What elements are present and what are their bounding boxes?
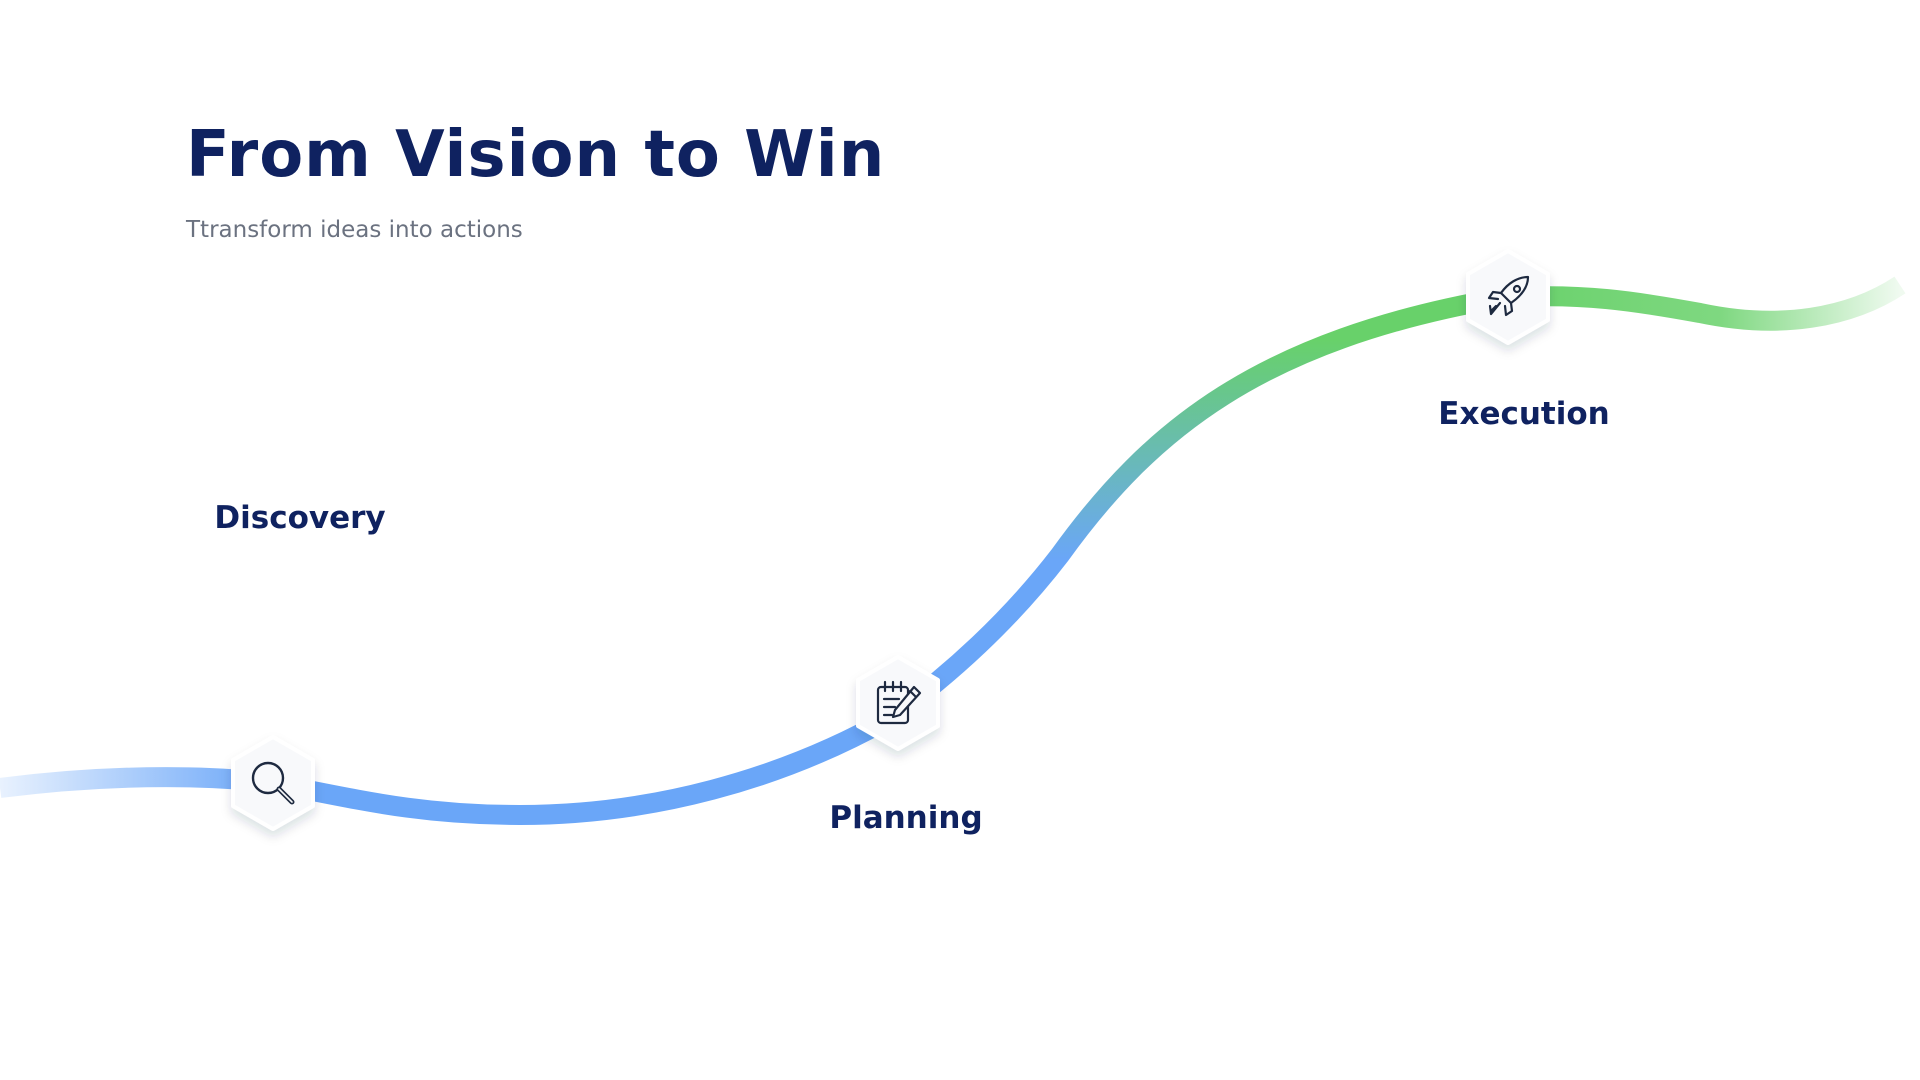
stage-label-discovery: Discovery — [214, 500, 386, 536]
hexagon-badge — [856, 655, 940, 751]
hexagon-badge — [1466, 249, 1550, 345]
path-segment-rise — [884, 288, 1502, 727]
path-segment-end — [1499, 276, 1906, 331]
page-title: From Vision to Win — [186, 118, 886, 192]
stage-node-discovery[interactable] — [225, 735, 321, 831]
rocket-icon — [1487, 275, 1530, 317]
notepad-pencil-icon — [876, 680, 922, 725]
hexagon-badge — [231, 735, 315, 831]
path-segment-discovery-planning — [270, 709, 895, 826]
page-subtitle: Ttransform ideas into actions — [186, 217, 523, 243]
search-icon — [251, 761, 295, 805]
stage-label-execution: Execution — [1438, 396, 1610, 432]
stage-node-execution[interactable] — [1460, 249, 1556, 345]
stage-node-planning[interactable] — [850, 655, 946, 751]
stage-label-planning: Planning — [829, 800, 983, 836]
